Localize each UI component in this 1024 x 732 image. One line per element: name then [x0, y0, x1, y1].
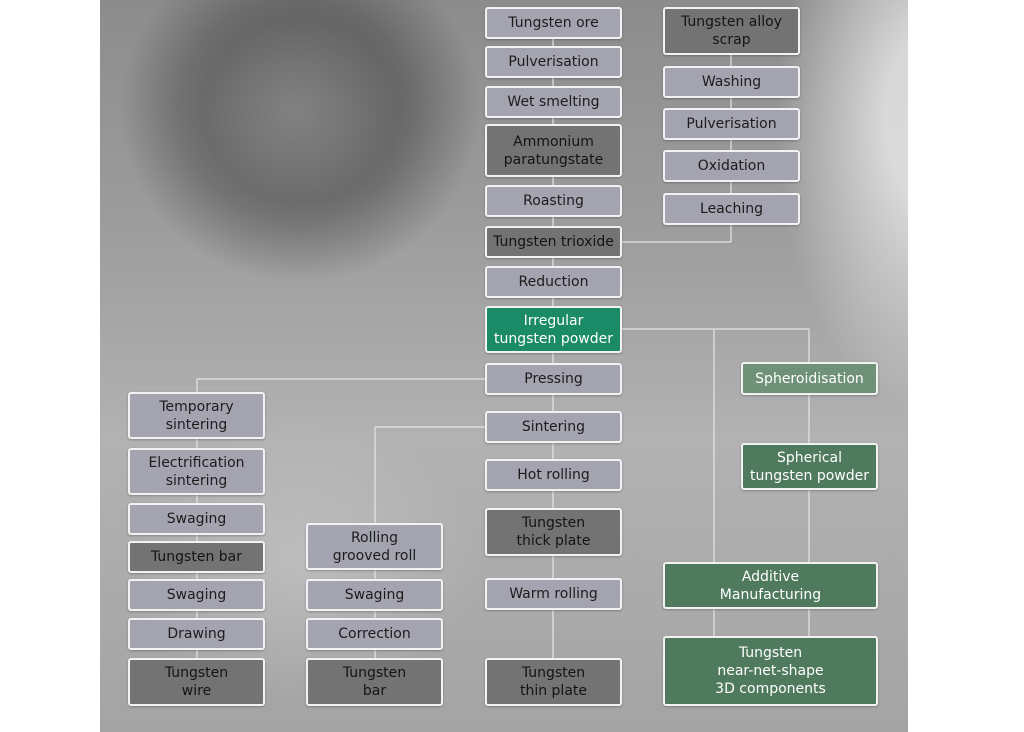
node-pulverisation-scrap: Pulverisation	[663, 108, 800, 140]
node-reduction: Reduction	[485, 266, 622, 298]
node-temporary-sintering: Temporary sintering	[128, 392, 265, 439]
node-ammonium-paratungstate: Ammonium paratungstate	[485, 124, 622, 177]
node-near-net-shape-components: Tungsten near-net-shape 3D components	[663, 636, 878, 706]
node-tungsten-bar-wire: Tungsten bar	[128, 541, 265, 573]
node-tungsten-bar: Tungsten bar	[306, 658, 443, 706]
node-rolling-grooved-roll: Rolling grooved roll	[306, 523, 443, 570]
node-roasting: Roasting	[485, 185, 622, 217]
node-leaching: Leaching	[663, 193, 800, 225]
node-spheroidisation: Spheroidisation	[741, 362, 878, 395]
node-hot-rolling: Hot rolling	[485, 459, 622, 491]
node-tungsten-thin-plate: Tungsten thin plate	[485, 658, 622, 706]
node-tungsten-ore: Tungsten ore	[485, 7, 622, 39]
node-drawing: Drawing	[128, 618, 265, 650]
process-flow-diagram: Tungsten ore Pulverisation Wet smelting …	[100, 0, 908, 732]
node-correction: Correction	[306, 618, 443, 650]
node-tungsten-thick-plate: Tungsten thick plate	[485, 508, 622, 556]
node-washing: Washing	[663, 66, 800, 98]
node-spherical-tungsten-powder: Spherical tungsten powder	[741, 443, 878, 490]
node-tungsten-alloy-scrap: Tungsten alloy scrap	[663, 7, 800, 55]
node-warm-rolling: Warm rolling	[485, 578, 622, 610]
node-swaging-1: Swaging	[128, 503, 265, 535]
node-tungsten-wire: Tungsten wire	[128, 658, 265, 706]
node-additive-manufacturing: Additive Manufacturing	[663, 562, 878, 609]
node-pressing: Pressing	[485, 363, 622, 395]
node-irregular-tungsten-powder: Irregular tungsten powder	[485, 306, 622, 353]
node-sintering: Sintering	[485, 411, 622, 443]
node-swaging-bar: Swaging	[306, 579, 443, 611]
node-swaging-2: Swaging	[128, 579, 265, 611]
node-wet-smelting: Wet smelting	[485, 86, 622, 118]
node-pulverisation: Pulverisation	[485, 46, 622, 78]
node-tungsten-trioxide: Tungsten trioxide	[485, 226, 622, 258]
node-oxidation: Oxidation	[663, 150, 800, 182]
node-electrification-sintering: Electrification sintering	[128, 448, 265, 495]
